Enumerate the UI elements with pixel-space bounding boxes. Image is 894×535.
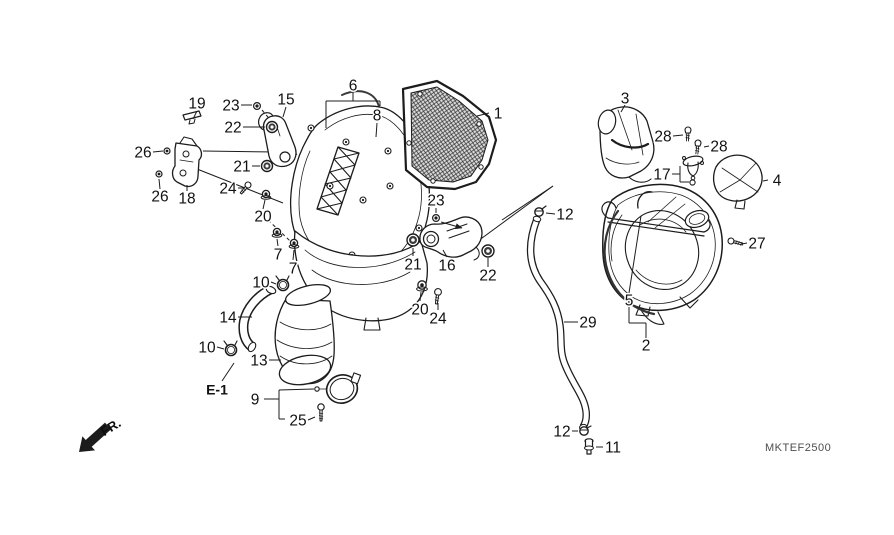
part-callout-1: 1 <box>494 106 503 123</box>
leader-line-1 <box>476 112 490 117</box>
part-callout-11: 11 <box>605 440 621 457</box>
resonator-duct-shape <box>712 154 763 210</box>
part-callout-3: 3 <box>621 91 630 108</box>
drain-plug-shape <box>584 438 594 455</box>
leader-line-5 <box>628 215 642 294</box>
part-callout-15: 15 <box>277 92 294 109</box>
part-callout-9: 9 <box>251 392 260 409</box>
cover-screw-shape <box>727 237 744 246</box>
cap-19-shape <box>182 110 202 125</box>
part-callout-26: 26 <box>134 145 151 162</box>
leader-line-27 <box>741 242 748 245</box>
part-callout-20: 20 <box>411 302 429 319</box>
part-callout-7: 7 <box>289 261 298 278</box>
intake-duct-shape <box>597 106 655 183</box>
sensor-shape <box>682 155 704 186</box>
part-callout-23: 23 <box>427 193 444 210</box>
part-callout-23: 23 <box>222 98 239 115</box>
part-callout-17: 17 <box>653 167 670 184</box>
part-callout-10: 10 <box>198 340 216 357</box>
cover-seal-shape <box>603 209 656 316</box>
leader-line-8 <box>375 122 378 138</box>
part-callout-2: 2 <box>642 338 651 355</box>
part-callout-24: 24 <box>429 311 447 328</box>
leader-line-15 <box>282 106 287 118</box>
part-callout-E-1: E-1 <box>206 382 228 398</box>
part-callout-6: 6 <box>349 78 358 95</box>
part-callout-21: 21 <box>404 257 421 274</box>
leader-line-28 <box>703 145 710 148</box>
leader-line-10 <box>216 346 225 350</box>
part-callout-7: 7 <box>274 247 283 264</box>
part-callout-18: 18 <box>178 191 195 208</box>
case-bolt-bosses <box>307 124 423 259</box>
air-cleaner-element-shape <box>401 79 498 191</box>
part-callout-14: 14 <box>219 310 237 327</box>
bracket-18-shape <box>171 136 203 188</box>
part-callout-12: 12 <box>556 207 573 224</box>
part-callout-26: 26 <box>151 189 168 206</box>
drain-hose-shape <box>526 215 590 431</box>
part-callout-21: 21 <box>233 159 250 176</box>
bracket-15-shape <box>258 112 297 168</box>
part-callout-5: 5 <box>625 293 634 310</box>
part-callout-22: 22 <box>479 268 496 285</box>
leader-line-26 <box>158 178 161 190</box>
part-callout-27: 27 <box>748 236 765 253</box>
part-callout-12: 12 <box>553 424 570 441</box>
part-callout-28: 28 <box>710 139 727 156</box>
part-callout-28: 28 <box>654 129 671 146</box>
part-callout-13: 13 <box>250 353 267 370</box>
part-callout-29: 29 <box>579 315 596 332</box>
leader-line-7 <box>292 249 295 261</box>
front-direction-arrow: FR. <box>79 415 123 452</box>
leader-line-26 <box>152 150 164 153</box>
part-callout-19: 19 <box>188 96 205 113</box>
leader-line-12 <box>545 212 556 215</box>
leader-line-28 <box>672 134 684 137</box>
band-screw-shape <box>317 403 325 422</box>
leader-line-25 <box>307 416 316 421</box>
leader-line-9 <box>278 388 315 391</box>
leader-line-4 <box>762 179 769 182</box>
leader-line-10 <box>270 281 277 285</box>
fastener-shapes <box>155 101 495 305</box>
air-cleaner-cover-shape <box>601 183 723 325</box>
leader-line-16 <box>442 249 448 258</box>
leader-line-E-1 <box>221 362 235 382</box>
part-callout-4: 4 <box>773 173 782 190</box>
hose-clamp-shapes <box>223 275 290 357</box>
leader-line-3 <box>620 104 626 113</box>
leader-line-20 <box>262 199 266 210</box>
part-callout-20: 20 <box>254 209 272 226</box>
element-truss <box>316 146 360 216</box>
inlet-hose-shape <box>238 284 277 353</box>
part-callout-25: 25 <box>289 413 306 430</box>
part-callout-8: 8 <box>373 108 382 125</box>
part-callout-24: 24 <box>219 181 237 198</box>
leader-line-19 <box>192 110 198 120</box>
bracket-16-shape <box>419 216 483 261</box>
air-cleaner-case-shape <box>289 105 431 331</box>
hose-clip-shapes <box>534 205 592 436</box>
part-callout-10: 10 <box>252 275 270 292</box>
leader-arrow-23 <box>440 221 463 230</box>
leader-line-7 <box>276 238 279 247</box>
intake-funnel-shape <box>274 283 335 386</box>
part-callout-16: 16 <box>438 258 455 275</box>
leader-line-20 <box>419 291 422 302</box>
connecting-band-shape <box>314 372 362 404</box>
part-callout-22: 22 <box>224 120 241 137</box>
duct-screw-shapes <box>684 126 702 155</box>
drawing-code: MKTEF2500 <box>765 442 831 454</box>
